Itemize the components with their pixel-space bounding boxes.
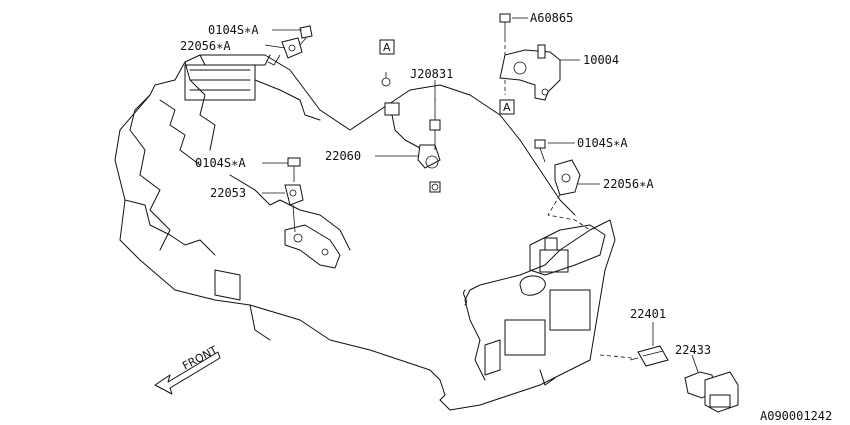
label-crank-sensor: 22053 [210,186,246,200]
ignition-coil-part [684,371,739,413]
label-bolt-mid-right: 0104S∗A [577,136,628,150]
crank-sensor-part [284,157,304,233]
label-sensor-mid-right: 22056∗A [603,177,654,191]
front-label: FRONT [180,343,220,372]
label-bracket: 10004 [583,53,619,67]
leader-lines [262,17,699,373]
reference-code: A090001242 [760,409,832,423]
sensor-top-left-part [267,25,313,66]
bracket-assembly-part [499,13,561,101]
label-knock-sensor: 22060 [325,149,361,163]
label-bolt-top-left: 0104S∗A [208,23,259,37]
engine-block-outline [114,54,616,411]
sensor-mid-right-part [534,139,591,231]
label-ignition-coil: 22433 [675,343,711,357]
label-sensor-top-left: 22056∗A [180,39,231,53]
label-bolt-mid-left: 0104S∗A [195,156,246,170]
callout-box-lower [499,99,515,115]
label-spark-plug: 22401 [630,307,666,321]
callout-box-lower-label: A [503,101,511,114]
callout-box-upper [379,39,395,55]
label-bolt-knock: J20831 [410,67,453,81]
spark-plug-part [599,345,669,367]
knock-sensor-part [381,72,441,193]
front-arrow [154,351,221,395]
label-bolt-top-right: A60865 [530,11,573,25]
callout-box-upper-label: A [383,41,391,54]
